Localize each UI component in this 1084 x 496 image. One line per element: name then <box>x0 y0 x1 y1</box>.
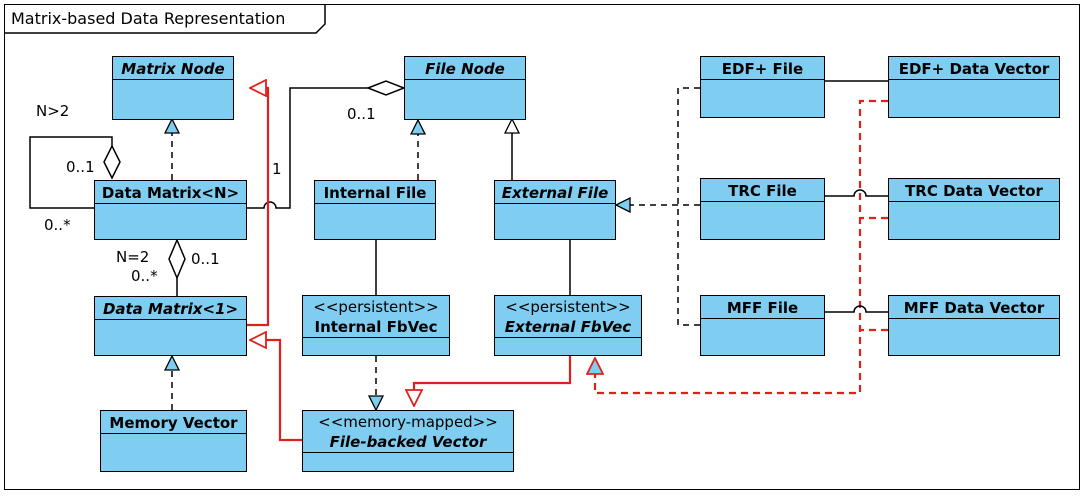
class-header: EDF+ Data Vector <box>889 57 1059 80</box>
class-name: Data Matrix<N> <box>101 184 240 202</box>
generalization-ext-fbvec-to-fbv <box>414 356 572 406</box>
class-header: External File <box>495 181 615 204</box>
class-name: External File <box>501 184 609 202</box>
label-dm1-mult-upper: 0..1 <box>191 250 220 268</box>
class-header: Data Matrix<1> <box>95 297 246 320</box>
label-self-mult-upper: 0..1 <box>66 158 95 176</box>
class-edf-data-vector[interactable]: EDF+ Data Vector <box>888 56 1060 118</box>
generalization-fbv-to-dm1 <box>250 340 302 442</box>
class-name: TRC File <box>728 182 797 200</box>
class-name: External FbVec <box>504 318 632 336</box>
association-trc <box>825 189 888 197</box>
class-file-backed-vector[interactable]: <<memory-mapped>> File-backed Vector <box>302 410 514 472</box>
class-header: <<memory-mapped>> File-backed Vector <box>303 411 513 453</box>
aggregation-diamond-dm1 <box>168 238 186 280</box>
class-name: File-backed Vector <box>329 433 487 451</box>
class-header: Internal File <box>315 181 435 204</box>
aggregation-diamond-self <box>103 144 121 180</box>
class-name: Internal FbVec <box>314 318 438 336</box>
label-self-mult-lower: 0..* <box>44 216 71 234</box>
class-internal-fbvec[interactable]: <<persistent>> Internal FbVec <box>302 295 450 356</box>
class-file-node[interactable]: File Node <box>404 56 526 120</box>
class-stereotype: <<persistent>> <box>313 298 439 316</box>
class-header: TRC File <box>701 179 824 202</box>
label-dm1-mult-lower: 0..* <box>131 267 158 285</box>
class-data-matrix-1[interactable]: Data Matrix<1> <box>94 296 247 356</box>
class-trc-data-vector[interactable]: TRC Data Vector <box>888 178 1060 240</box>
class-header: TRC Data Vector <box>889 179 1059 202</box>
class-stereotype: <<memory-mapped>> <box>318 413 498 431</box>
class-name: MFF Data Vector <box>903 299 1045 317</box>
class-matrix-node[interactable]: Matrix Node <box>112 56 234 120</box>
class-mff-data-vector[interactable]: MFF Data Vector <box>888 295 1060 356</box>
realization-data-vectors-to-ext-fbvec <box>595 99 888 395</box>
class-external-fbvec[interactable]: <<persistent>> External FbVec <box>494 295 642 356</box>
class-trc-file[interactable]: TRC File <box>700 178 825 240</box>
class-header: EDF+ File <box>701 57 824 80</box>
class-name: Matrix Node <box>121 60 225 78</box>
frame-title-tab: Matrix-based Data Representation <box>4 4 326 34</box>
class-name: File Node <box>425 60 505 78</box>
class-header: MFF File <box>701 296 824 319</box>
class-header: <<persistent>> Internal FbVec <box>303 296 449 338</box>
class-name: Data Matrix<1> <box>102 300 239 318</box>
class-name: EDF+ Data Vector <box>898 60 1050 78</box>
class-memory-vector[interactable]: Memory Vector <box>100 410 247 472</box>
class-header: Matrix Node <box>113 57 233 80</box>
class-header: Data Matrix<N> <box>95 181 246 204</box>
class-external-file[interactable]: External File <box>494 180 616 240</box>
association-dmn-to-file-node <box>247 87 368 209</box>
association-mff <box>825 305 888 313</box>
class-stereotype: <<persistent>> <box>505 298 631 316</box>
class-name: MFF File <box>726 299 799 317</box>
label-n-gt-2: N>2 <box>36 102 70 120</box>
class-mff-file[interactable]: MFF File <box>700 295 825 356</box>
class-header: Memory Vector <box>101 411 246 434</box>
aggregation-diamond-file-node <box>365 80 407 96</box>
label-one: 1 <box>272 160 282 178</box>
class-data-matrix-n[interactable]: Data Matrix<N> <box>94 180 247 240</box>
class-header: MFF Data Vector <box>889 296 1059 319</box>
frame-tab-outline <box>4 4 326 34</box>
frame-title: Matrix-based Data Representation <box>11 9 286 28</box>
label-n-eq-2: N=2 <box>116 248 150 266</box>
realization-edf-to-external-file <box>677 87 700 326</box>
class-header: <<persistent>> External FbVec <box>495 296 641 338</box>
generalization-dm1-to-matrix-node <box>247 88 270 327</box>
label-file-node-mult: 0..1 <box>347 105 376 123</box>
class-name: EDF+ File <box>721 60 804 78</box>
class-edf-file[interactable]: EDF+ File <box>700 56 825 118</box>
class-header: File Node <box>405 57 525 80</box>
class-name: Memory Vector <box>109 414 238 432</box>
class-internal-file[interactable]: Internal File <box>314 180 436 240</box>
class-name: Internal File <box>323 184 427 202</box>
class-name: TRC Data Vector <box>905 182 1043 200</box>
